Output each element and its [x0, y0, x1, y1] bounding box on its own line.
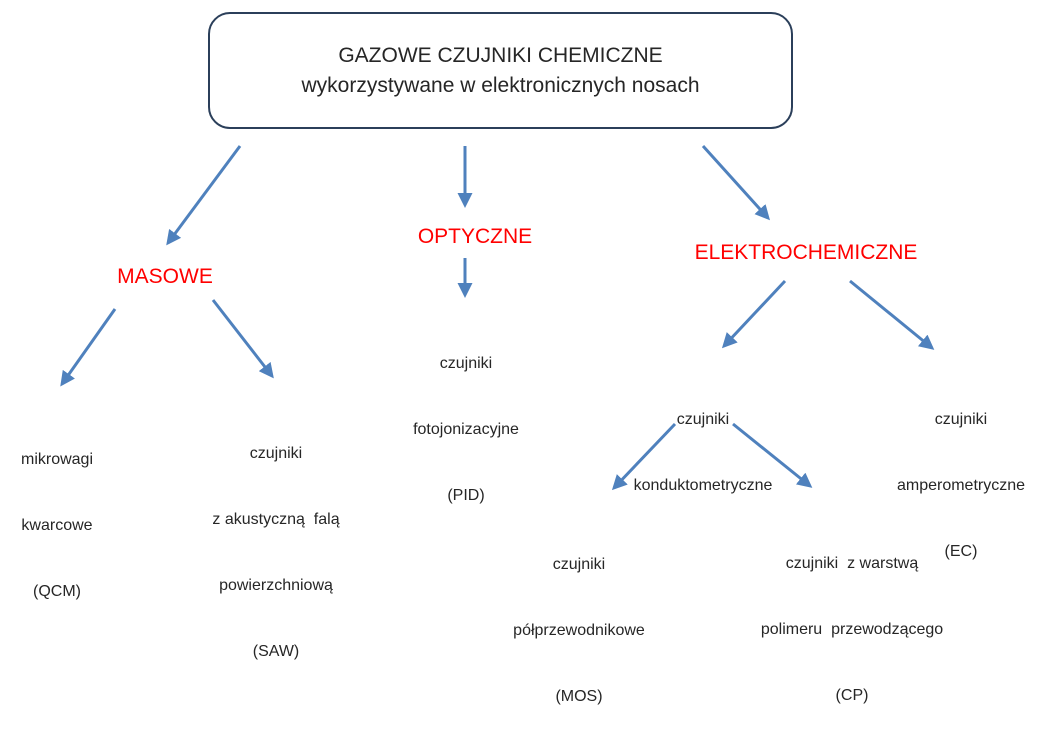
leaf-mos-line-2: półprzewodnikowe	[513, 622, 645, 639]
leaf-pid-line-3: (PID)	[447, 487, 485, 504]
arrow-root-to-masowe	[166, 145, 242, 246]
leaf-saw-line-1: czujniki	[249, 445, 303, 462]
leaf-kond-line-2: konduktometryczne	[633, 477, 773, 494]
leaf-saw-line-2: z akustyczną falą	[212, 511, 340, 528]
category-optyczne: OPTYCZNE	[417, 225, 533, 248]
leaf-qcm-line-2: kwarcowe	[21, 517, 93, 534]
arrow-elektro-to-ec	[849, 279, 935, 350]
leaf-ec-line-1: czujniki	[934, 411, 988, 428]
leaf-saw-line-3: powierzchniową	[219, 577, 333, 594]
arrow-masowe-to-saw	[211, 299, 274, 379]
category-elektrochemiczne: ELEKTROCHEMICZNE	[694, 241, 918, 264]
category-masowe: MASOWE	[117, 265, 213, 288]
root-title: GAZOWE CZUJNIKI CHEMICZNE	[338, 43, 663, 67]
leaf-konduktometryczne: czujniki konduktometryczne	[634, 365, 773, 519]
root-subtitle: wykorzystywane w elektronicznych nosach	[301, 73, 700, 97]
arrow-kond-to-mos	[611, 422, 677, 491]
leaf-cp-line-3: (CP)	[835, 687, 869, 704]
arrow-elektro-to-kond	[721, 279, 787, 349]
leaf-qcm-line-3: (QCM)	[33, 583, 81, 600]
leaf-pid: czujniki fotojonizacyjne (PID)	[413, 309, 519, 529]
leaf-ec-line-3: (EC)	[944, 543, 978, 560]
leaf-qcm-line-1: mikrowagi	[20, 451, 94, 468]
leaf-cp: czujniki z warstwą polimeru przewodząceg…	[761, 509, 943, 729]
leaf-pid-line-1: czujniki	[439, 355, 493, 372]
arrow-masowe-to-qcm	[60, 308, 117, 387]
leaf-cp-line-1: czujniki z warstwą	[785, 555, 919, 572]
leaf-ec: czujniki amperometryczne (EC)	[897, 365, 1025, 585]
leaf-saw-line-4: (SAW)	[252, 643, 300, 660]
arrow-kond-to-cp	[732, 422, 813, 488]
leaf-pid-line-2: fotojonizacyjne	[413, 421, 519, 438]
leaf-mos-line-3: (MOS)	[555, 688, 603, 705]
leaf-kond-line-1: czujniki	[676, 411, 730, 428]
leaf-qcm: mikrowagi kwarcowe (QCM)	[21, 405, 93, 625]
leaf-mos-line-1: czujniki	[552, 556, 606, 573]
leaf-ec-line-2: amperometryczne	[896, 477, 1026, 494]
arrows-layer	[60, 144, 935, 491]
root-node: GAZOWE CZUJNIKI CHEMICZNE wykorzystywane…	[208, 12, 793, 129]
leaf-saw: czujniki z akustyczną falą powierzchniow…	[212, 399, 339, 685]
leaf-mos: czujniki półprzewodnikowe (MOS)	[513, 510, 645, 730]
arrow-root-to-elektrochemiczne	[701, 144, 771, 221]
leaf-cp-line-2: polimeru przewodzącego	[760, 621, 944, 638]
